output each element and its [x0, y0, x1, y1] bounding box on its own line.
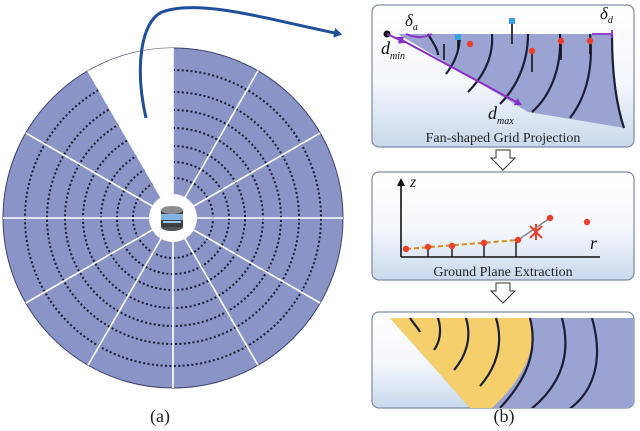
panel-a-caption: (a) [150, 406, 170, 427]
sector-divider [184, 238, 259, 366]
d-max-symbol: dmax [488, 103, 514, 127]
sector-divider [87, 238, 162, 366]
sector-divider [184, 70, 259, 198]
range-ring [100, 145, 246, 291]
delta-d-symbol: δd [600, 4, 614, 26]
range-ring [82, 127, 264, 309]
down-arrow-2 [489, 282, 517, 304]
sector-divider [25, 132, 153, 207]
polar-grid-disk [2, 47, 344, 389]
ground-region [390, 318, 533, 408]
sector-divider [193, 132, 321, 207]
range-ring [132, 177, 214, 259]
d-min-symbol: dmin [381, 38, 405, 62]
range-rings [24, 69, 322, 367]
projection-box-label: Fan-shaped Grid Projection [426, 131, 581, 146]
delta-a-symbol: δa [405, 11, 418, 33]
projection-box: δa δd dmin dmax Fan-shaped Grid Projecti… [371, 4, 635, 148]
zoom-arrow [138, 6, 342, 119]
sector-divider [25, 229, 153, 304]
ground-box-label: Ground Plane Extraction [433, 265, 572, 280]
axis-z-label: z [409, 174, 417, 191]
range-ring [64, 109, 282, 327]
range-ring [116, 161, 230, 275]
rejected-point-cross [529, 224, 543, 240]
cut-out-sector [88, 48, 173, 218]
down-arrow-1 [489, 149, 517, 171]
panel-b-caption: (b) [494, 406, 515, 427]
sector-divider [193, 229, 321, 304]
ground-box: z r Ground Plane Extraction [371, 171, 635, 281]
axis-r-label: r [590, 233, 598, 253]
range-ring [46, 91, 300, 345]
segment-box [371, 311, 635, 409]
sector-divider [87, 70, 162, 198]
sector-dividers [3, 48, 343, 388]
lidar-sensor-icon [161, 206, 183, 231]
